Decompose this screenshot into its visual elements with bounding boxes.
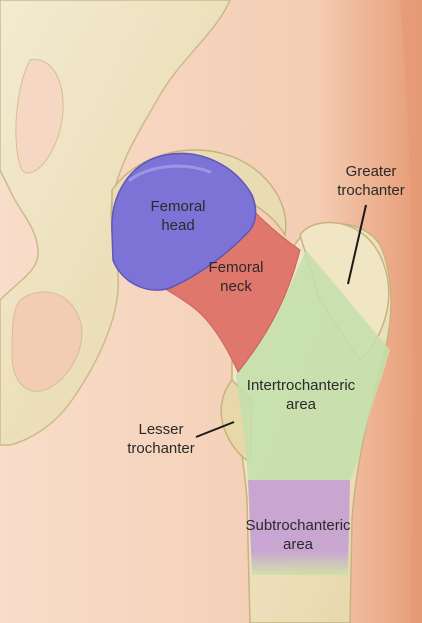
label-femoral-neck-line2: neck bbox=[196, 277, 276, 296]
label-greater-trochanter: Greater trochanter bbox=[326, 162, 416, 200]
label-femoral-head-line1: Femoral bbox=[138, 197, 218, 216]
label-intertrochanteric: Intertrochanteric area bbox=[236, 376, 366, 414]
label-intertrochanteric-line2: area bbox=[236, 395, 366, 414]
label-intertrochanteric-line1: Intertrochanteric bbox=[236, 376, 366, 395]
label-subtrochanteric-line2: area bbox=[233, 535, 363, 554]
label-femoral-neck-line1: Femoral bbox=[196, 258, 276, 277]
label-lesser-trochanter-line1: Lesser bbox=[116, 420, 206, 439]
label-subtrochanteric-line1: Subtrochanteric bbox=[233, 516, 363, 535]
label-greater-trochanter-line1: Greater bbox=[326, 162, 416, 181]
label-subtrochanteric: Subtrochanteric area bbox=[233, 516, 363, 554]
label-femoral-head-line2: head bbox=[138, 216, 218, 235]
label-lesser-trochanter: Lesser trochanter bbox=[116, 420, 206, 458]
label-femoral-head: Femoral head bbox=[138, 197, 218, 235]
label-greater-trochanter-line2: trochanter bbox=[326, 181, 416, 200]
label-lesser-trochanter-line2: trochanter bbox=[116, 439, 206, 458]
label-femoral-neck: Femoral neck bbox=[196, 258, 276, 296]
